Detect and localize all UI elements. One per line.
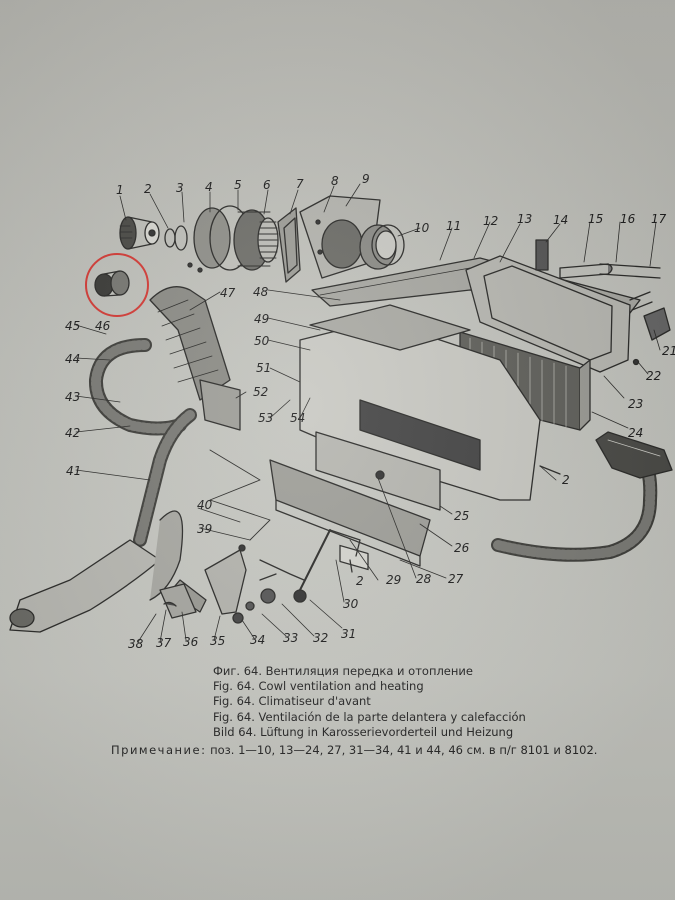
callout-40: 40 — [197, 498, 213, 512]
caption-english: Fig. 64. Cowl ventilation and heating — [213, 679, 424, 694]
callout-1: 1 — [116, 183, 124, 197]
callout-12: 12 — [483, 214, 499, 228]
highlight-circle — [85, 253, 149, 317]
figure-note: Примечание: поз. 1—10, 13—24, 27, 31—34,… — [111, 743, 597, 757]
part-7-frame — [277, 207, 301, 283]
callout-35: 35 — [210, 634, 226, 648]
callout-15: 15 — [588, 212, 604, 226]
callout-21: 21 — [662, 344, 675, 358]
part-4-6-fan — [193, 205, 279, 271]
callout-6: 6 — [263, 178, 271, 192]
callout-23: 23 — [628, 397, 644, 411]
callout-53: 53 — [258, 411, 274, 425]
part-right-hose — [491, 431, 673, 562]
callout-51: 51 — [256, 361, 272, 375]
callout-31: 31 — [341, 627, 357, 641]
part-41-outlet — [9, 510, 184, 633]
part-2-3-washers — [164, 225, 203, 273]
callout-47: 47 — [220, 286, 236, 300]
callout-37: 37 — [156, 636, 172, 650]
part-47-duct — [149, 286, 241, 431]
callout-42: 42 — [65, 426, 81, 440]
callout-54: 54 — [290, 411, 306, 425]
part-28-grille — [315, 431, 441, 571]
callout-5: 5 — [234, 178, 242, 192]
part-41-hose — [133, 408, 197, 547]
note-lead: Примечание: — [111, 743, 207, 757]
part-10-ring — [359, 224, 405, 270]
callout-48: 48 — [253, 285, 269, 299]
callout-39: 39 — [197, 522, 213, 536]
part-13-cover — [465, 255, 631, 373]
callout-45: 45 — [65, 319, 81, 333]
callout-36: 36 — [183, 635, 199, 649]
callout-32: 32 — [313, 631, 329, 645]
part-46-cap — [94, 270, 130, 297]
callout-14: 14 — [553, 213, 569, 227]
callout-8: 8 — [331, 174, 339, 188]
callout-38: 38 — [128, 637, 144, 651]
callout-52: 52 — [253, 385, 269, 399]
callout-41: 41 — [66, 464, 82, 478]
callout-4: 4 — [205, 180, 213, 194]
part-2-screw — [539, 465, 561, 475]
callout-25: 25 — [454, 509, 470, 523]
callout-13: 13 — [517, 212, 533, 226]
callout-49: 49 — [254, 312, 270, 326]
part-44-hose — [89, 338, 187, 436]
caption-russian: Фиг. 64. Вентиляция передка и отопление — [213, 664, 473, 678]
callout-17: 17 — [651, 212, 667, 226]
callout-22: 22 — [646, 369, 662, 383]
callout-2-right: 2 — [562, 473, 570, 487]
callout-29: 29 — [386, 573, 402, 587]
callout-44: 44 — [65, 352, 81, 366]
part-27-tray — [269, 459, 431, 567]
callout-30: 30 — [343, 597, 359, 611]
leader-lines — [75, 183, 661, 643]
callout-3: 3 — [176, 181, 184, 195]
figure-captions: Фиг. 64. Вентиляция передка и отопление … — [213, 664, 526, 740]
callout-7: 7 — [296, 177, 304, 191]
callout-10: 10 — [414, 221, 430, 235]
part-14-17-tubes — [535, 239, 671, 366]
callout-26: 26 — [454, 541, 470, 555]
part-39-40-cable — [209, 449, 271, 541]
part-8-9-housing — [299, 195, 381, 279]
callout-27: 27 — [448, 572, 464, 586]
callout-16: 16 — [620, 212, 636, 226]
callout-2-lower: 2 — [356, 574, 364, 588]
callout-28: 28 — [416, 572, 432, 586]
callout-43: 43 — [65, 390, 81, 404]
part-32-34-knobs — [232, 573, 277, 624]
callout-46: 46 — [95, 319, 111, 333]
note-text: поз. 1—10, 13—24, 27, 31—34, 41 и 44, 46… — [210, 743, 598, 757]
callout-2: 2 — [144, 182, 152, 196]
callout-11: 11 — [446, 219, 462, 233]
exploded-parts-diagram — [9, 183, 673, 643]
part-1-motor — [119, 216, 160, 250]
callout-50: 50 — [254, 334, 270, 348]
callout-33: 33 — [283, 631, 299, 645]
callout-24: 24 — [628, 426, 644, 440]
caption-spanish: Fig. 64. Ventilación de la parte delante… — [213, 709, 526, 724]
caption-french: Fig. 64. Climatiseur d'avant — [213, 694, 371, 709]
callout-34: 34 — [250, 633, 266, 647]
part-36-37 — [159, 583, 197, 619]
callout-9: 9 — [362, 172, 370, 186]
caption-german: Bild 64. Lüftung in Karosserievorderteil… — [213, 724, 514, 739]
